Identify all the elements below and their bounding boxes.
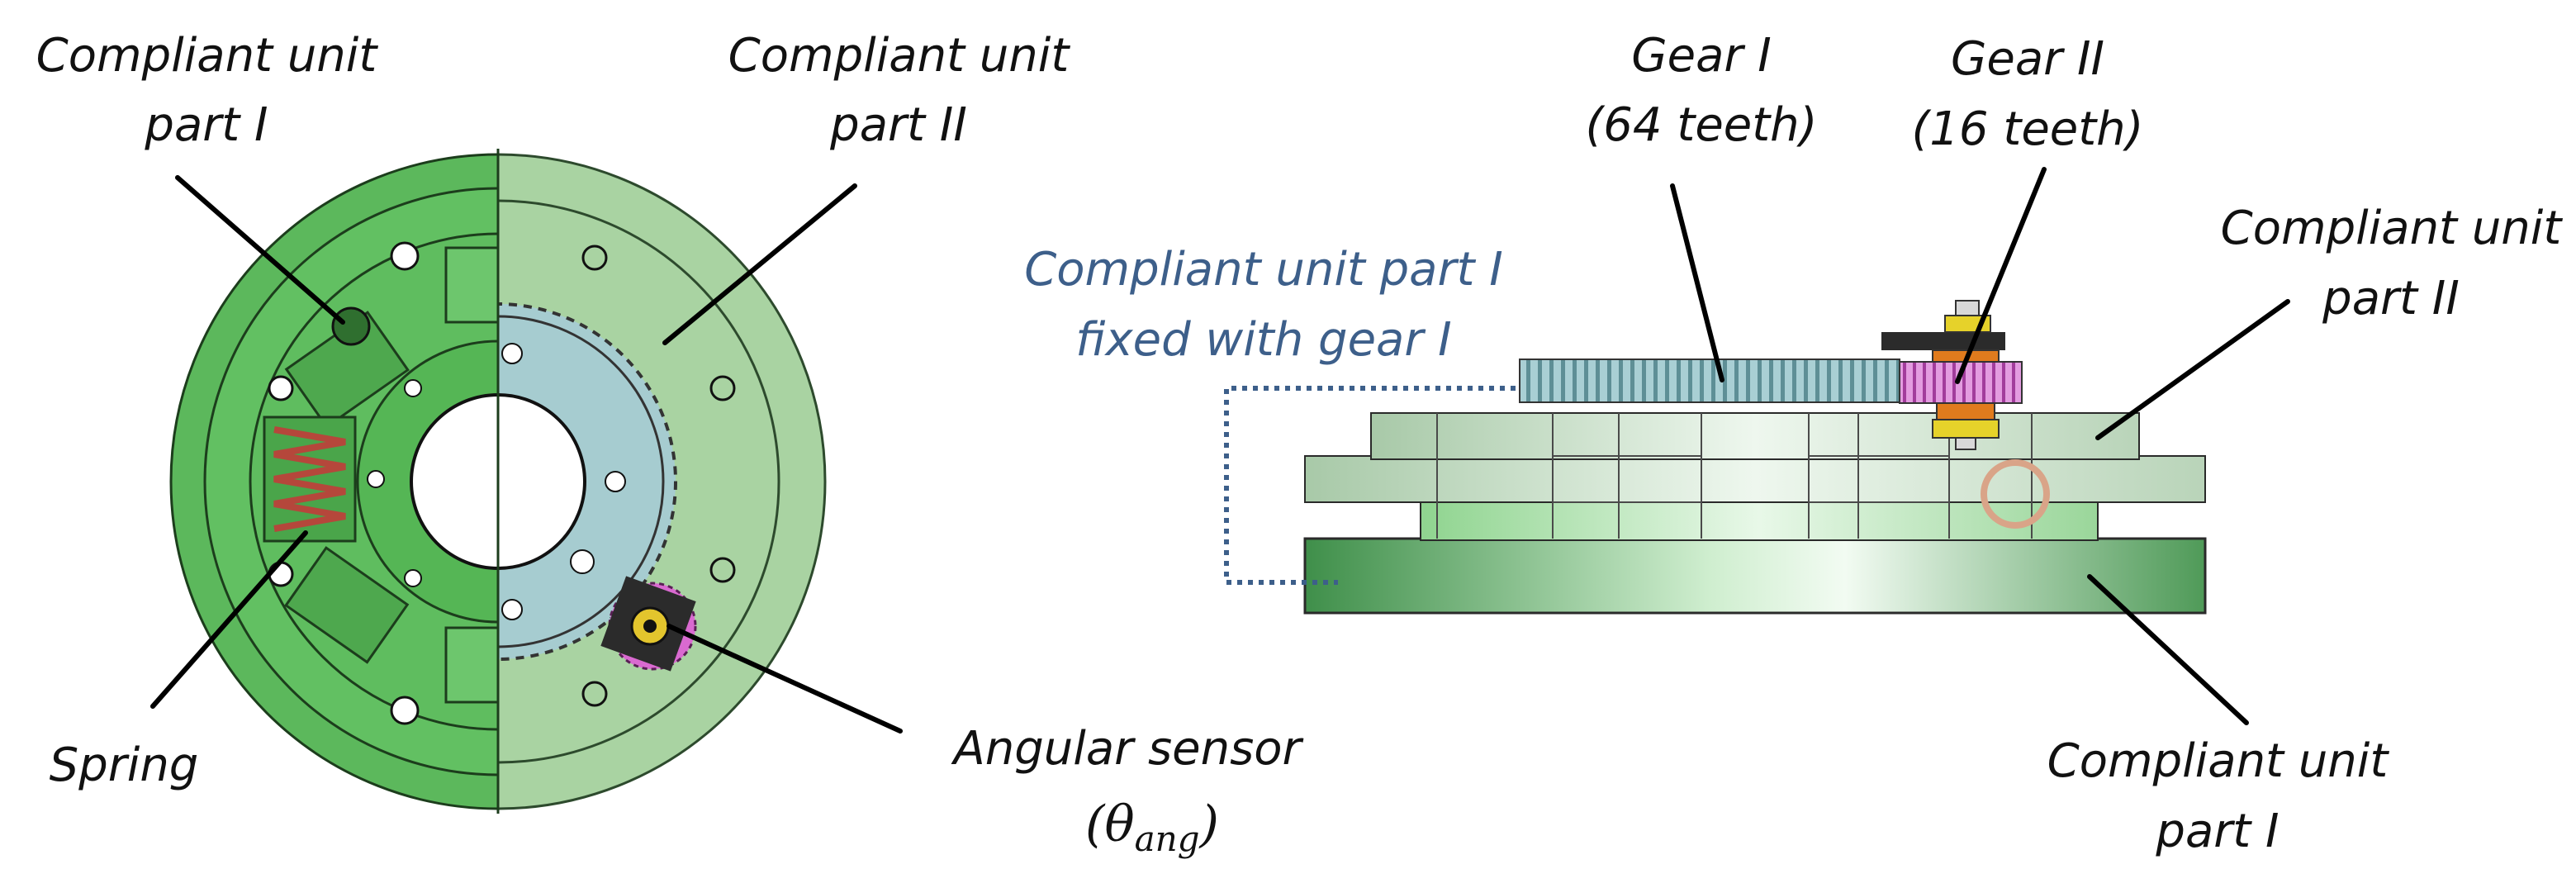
compliant-unit-part1-side: [1303, 537, 2207, 615]
label-right-part1-line1: Compliant unit: [2047, 734, 2390, 788]
label-fixed-line1: Compliant unit part I: [1024, 243, 1503, 297]
side-view: [1224, 300, 2207, 615]
compliant-unit-part1-front: [169, 153, 498, 810]
label-gear2-line1: Gear II: [1951, 32, 2104, 86]
spring: [273, 426, 346, 532]
label-gear1-line2: (64 teeth): [1585, 98, 1817, 152]
label-right-part1-line2: part I: [2155, 805, 2279, 858]
label-gear2-line2: (16 teeth): [1911, 102, 2143, 156]
label-left-part1-line1: Compliant unit: [36, 29, 379, 83]
front-view: [169, 149, 827, 814]
label-fixed-line2: fixed with gear I: [1075, 313, 1451, 367]
gear2-side: [1881, 300, 2023, 450]
label-left-part2-line1: Compliant unit: [728, 29, 1071, 83]
label-right-part2-line1: Compliant unit: [2221, 202, 2564, 255]
label-left-part2-line2: part II: [829, 98, 967, 152]
leader-lines: [150, 167, 2290, 734]
label-sensor-symbol: (θang): [1085, 795, 1219, 859]
label-gear1-line1: Gear I: [1631, 29, 1772, 83]
label-spring: Spring: [50, 738, 199, 792]
gear1-side: [1519, 359, 1900, 403]
label-left-part1-line2: part I: [144, 98, 268, 152]
fixed-connection-bracket: [1224, 386, 1516, 585]
compliant-unit-part2-front: [498, 153, 827, 810]
angular-sensor-front: [600, 576, 697, 672]
label-angular-sensor: Angular sensor: [951, 722, 1303, 776]
label-right-part2-line2: part II: [2322, 272, 2460, 325]
compliant-unit-part2-side: [1370, 412, 2140, 460]
text-labels: Compliant unit part I Compliant unit par…: [36, 29, 2564, 859]
